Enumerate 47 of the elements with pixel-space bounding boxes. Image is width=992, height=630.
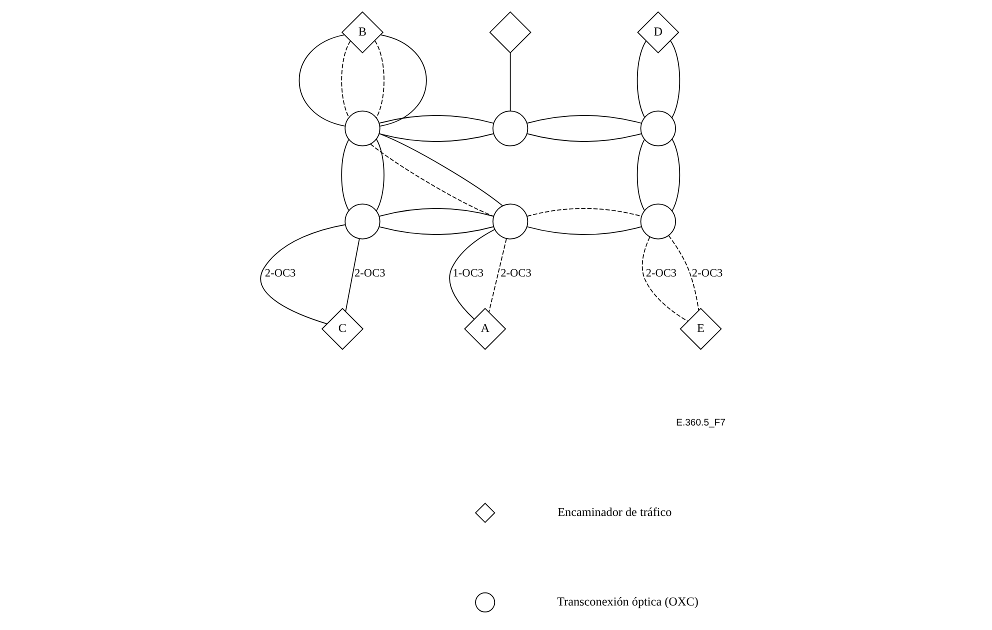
connector — [375, 138, 384, 212]
connector — [509, 52, 510, 112]
edge-label: 2-OC3 — [264, 268, 296, 280]
node-diamond — [488, 11, 531, 54]
connector — [488, 238, 506, 312]
node-circle — [344, 204, 380, 240]
node-diamond: E — [679, 308, 722, 350]
connector — [526, 133, 642, 142]
connector — [526, 226, 642, 235]
node-circle — [344, 110, 380, 146]
connector — [379, 34, 426, 127]
connector — [526, 208, 642, 217]
edge-label: 2-OC3 — [354, 268, 385, 280]
legend-label: Transconexión óptica (OXC) — [556, 594, 698, 609]
connector — [378, 208, 494, 217]
node-circle — [492, 110, 528, 146]
node-circle — [640, 110, 676, 146]
connector — [448, 229, 495, 320]
edge-label: 2-OC3 — [691, 268, 722, 280]
legend-label: Encaminador de tráfico — [557, 505, 672, 520]
connector — [374, 40, 384, 118]
connector — [641, 236, 688, 322]
node-circle — [640, 204, 676, 240]
edge-label: 2-OC3 — [500, 268, 531, 280]
node-diamond: D — [636, 11, 679, 54]
edge-label: 2-OC3 — [645, 268, 676, 280]
connector — [636, 139, 644, 211]
label: E.360.5_F7 — [676, 418, 725, 429]
connector — [260, 224, 346, 324]
node-diamond: A — [464, 308, 506, 350]
edge-label: 1-OC3 — [452, 268, 484, 280]
connector — [378, 226, 494, 235]
connector — [298, 34, 346, 127]
connector — [669, 40, 680, 118]
connector — [668, 235, 699, 311]
connector — [671, 138, 680, 212]
connector — [526, 114, 642, 124]
connector — [370, 144, 494, 217]
node-diamond: C — [320, 308, 364, 350]
node-circle — [492, 204, 528, 240]
connector — [344, 238, 360, 312]
connector — [340, 40, 350, 118]
connector — [378, 133, 502, 206]
connector — [378, 114, 494, 124]
connector — [636, 40, 646, 118]
connector — [340, 139, 349, 211]
node-diamond: B — [340, 11, 384, 54]
